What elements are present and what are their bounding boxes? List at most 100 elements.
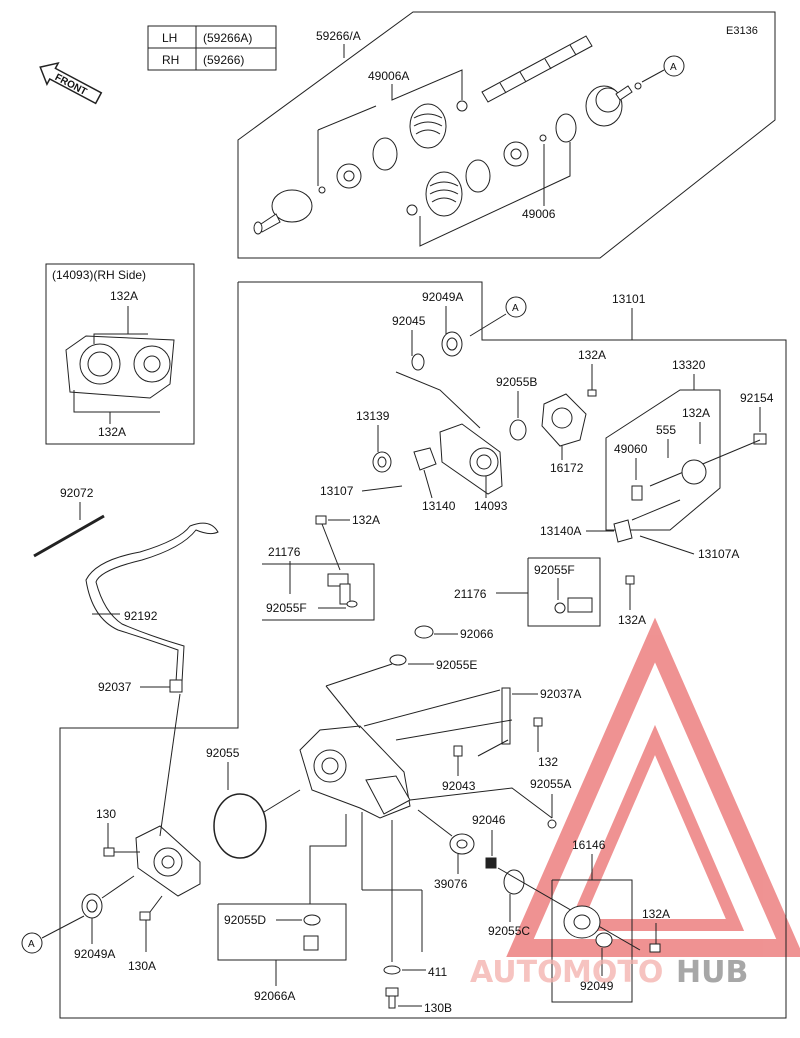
boot-upper bbox=[409, 103, 447, 149]
label-92154: 92154 bbox=[740, 391, 774, 405]
vent-hose-92192 bbox=[85, 522, 219, 683]
gasket-92055 bbox=[213, 793, 267, 859]
label-92049A-bottom: 92049A bbox=[74, 947, 115, 961]
label-49006: 49006 bbox=[522, 207, 556, 221]
label-130A: 130A bbox=[128, 959, 156, 973]
ring-right bbox=[555, 113, 577, 143]
shift-drum-13320 bbox=[631, 439, 761, 501]
speed-sensor-right bbox=[554, 597, 593, 614]
collar-39076 bbox=[449, 833, 475, 855]
bolt-132 bbox=[533, 717, 543, 727]
callout-a-mid: A bbox=[505, 296, 527, 318]
watermark-moto: MOTO bbox=[562, 955, 663, 990]
drain-plug-frame bbox=[217, 903, 347, 961]
label-130B: 130B bbox=[424, 1001, 452, 1015]
oil-seal-92049A-bottom bbox=[81, 893, 103, 919]
svg-text:A: A bbox=[28, 939, 35, 950]
housing-frame bbox=[59, 281, 787, 1019]
label-49006A: 49006A bbox=[368, 69, 409, 83]
bearing-92045 bbox=[411, 353, 425, 371]
label-13140: 13140 bbox=[422, 499, 456, 513]
label-130: 130 bbox=[96, 807, 116, 821]
inner-race-right bbox=[503, 141, 529, 167]
clamp-92037A bbox=[501, 687, 511, 745]
label-92055D: 92055D bbox=[224, 913, 266, 927]
drive-shaft bbox=[481, 35, 593, 103]
washer-92055D bbox=[303, 914, 321, 926]
washer-411 bbox=[383, 965, 401, 975]
bolt-130 bbox=[103, 847, 115, 857]
table-rh-part: (59266) bbox=[203, 53, 244, 67]
label-16146: 16146 bbox=[572, 838, 606, 852]
spring-92046 bbox=[485, 857, 497, 869]
clamp-92037 bbox=[169, 679, 183, 693]
callout-a-bottom: A bbox=[21, 932, 43, 954]
label-92049: 92049 bbox=[580, 979, 614, 993]
watermark-auto: AUTO bbox=[470, 955, 563, 990]
diagram-code: E3136 bbox=[726, 25, 758, 37]
oring-92055E bbox=[389, 654, 407, 666]
label-13107A: 13107A bbox=[698, 547, 739, 561]
bearing-housing-14093 bbox=[439, 423, 503, 495]
side-table bbox=[147, 25, 277, 71]
label-92045: 92045 bbox=[392, 314, 426, 328]
circlip-right bbox=[539, 134, 547, 142]
label-21176-left: 21176 bbox=[268, 545, 301, 559]
label-59266A: 59266/A bbox=[316, 29, 361, 43]
label-21176-right: 21176 bbox=[454, 587, 487, 601]
label-92043: 92043 bbox=[442, 779, 476, 793]
label-92055B: 92055B bbox=[496, 375, 537, 389]
oring-92055B bbox=[509, 419, 527, 441]
cover-16146-frame bbox=[551, 879, 633, 1003]
oring-92055A bbox=[547, 819, 557, 829]
ring-49006A bbox=[372, 137, 398, 171]
bolt-130A bbox=[139, 911, 151, 921]
label-132: 132 bbox=[538, 755, 558, 769]
ring-lower bbox=[465, 159, 491, 193]
label-92055F-right: 92055F bbox=[534, 563, 575, 577]
bolt-130B bbox=[385, 987, 399, 1009]
label-132A-mid: 132A bbox=[578, 348, 606, 362]
label-555: 555 bbox=[656, 423, 676, 437]
label-92046: 92046 bbox=[472, 813, 506, 827]
differential-case bbox=[299, 725, 411, 819]
bolt-132A-sensor bbox=[315, 515, 327, 525]
label-132A-bottom: 132A bbox=[642, 907, 670, 921]
seal-92049 bbox=[595, 932, 613, 948]
label-132A-shift: 132A bbox=[682, 406, 710, 420]
bolt-132A-mid bbox=[587, 389, 597, 397]
label-39076: 39076 bbox=[434, 877, 468, 891]
label-92037A: 92037A bbox=[540, 687, 581, 701]
plug-92043 bbox=[453, 745, 463, 757]
sensor-frame-left bbox=[262, 563, 375, 621]
label-92049A-top: 92049A bbox=[422, 290, 463, 304]
table-rh-side: RH bbox=[162, 53, 179, 67]
table-lh-part: (59266A) bbox=[203, 31, 252, 45]
label-13107: 13107 bbox=[320, 484, 354, 498]
label-13139: 13139 bbox=[356, 409, 390, 423]
label-13140A: 13140A bbox=[540, 524, 581, 538]
shift-fork-13140 bbox=[413, 447, 437, 471]
shift-assembly-frame bbox=[605, 389, 721, 531]
inset-label: (14093)(RH Side) bbox=[52, 268, 146, 282]
label-92055E: 92055E bbox=[436, 658, 477, 672]
label-92037: 92037 bbox=[98, 680, 132, 694]
circlip-left bbox=[318, 186, 326, 194]
circlip-end bbox=[634, 82, 642, 90]
inset-132A-bottom: 132A bbox=[98, 425, 126, 439]
cover-16146 bbox=[563, 905, 601, 939]
label-16172: 16172 bbox=[550, 461, 584, 475]
label-92055: 92055 bbox=[206, 746, 240, 760]
band-lower bbox=[406, 204, 418, 216]
label-92055F-left: 92055F bbox=[266, 601, 307, 615]
inset-132A-top: 132A bbox=[110, 289, 138, 303]
label-13320: 13320 bbox=[672, 358, 706, 372]
inner-race-left bbox=[336, 163, 362, 189]
label-92192: 92192 bbox=[124, 609, 158, 623]
speed-sensor-left bbox=[327, 573, 358, 608]
front-arrow-icon: FRONT bbox=[39, 61, 103, 105]
left-cover bbox=[135, 825, 201, 897]
sensor-frame-right bbox=[527, 557, 601, 627]
bolt-92154 bbox=[753, 433, 767, 445]
